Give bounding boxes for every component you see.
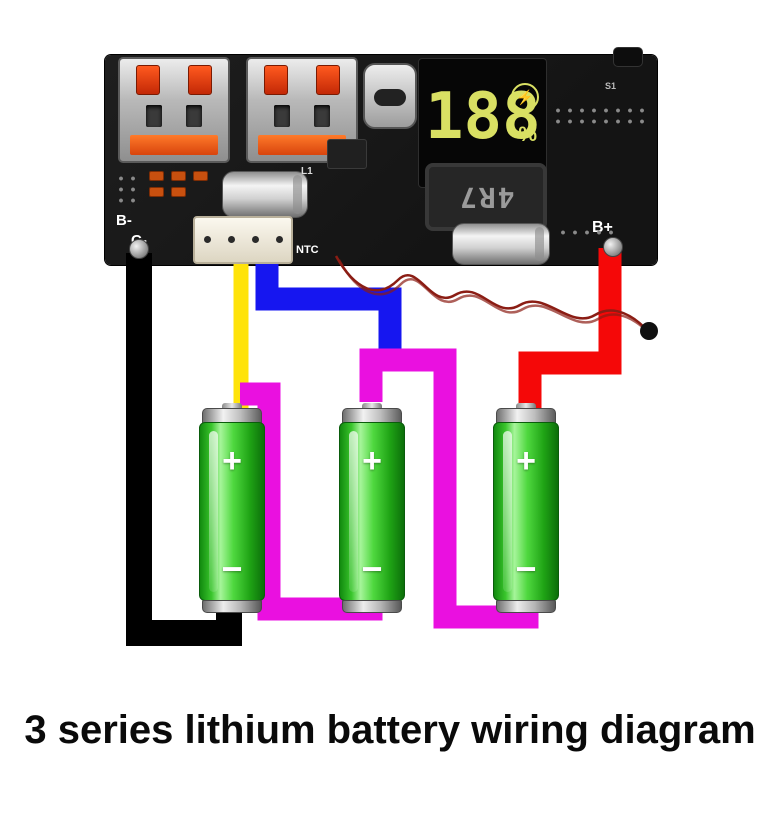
usb-contact-pin — [264, 65, 288, 95]
smd-component — [149, 171, 164, 181]
inductor-marking: 4R7 — [457, 180, 515, 214]
power-inductor: 4R7 — [425, 163, 547, 231]
usb-contact-pin — [136, 65, 160, 95]
antenna-component — [613, 47, 643, 67]
battery-plus-sign: + — [516, 442, 536, 480]
battery-minus-sign: − — [361, 548, 383, 589]
battery-plus-sign: + — [222, 442, 242, 480]
battery-2: + − — [339, 403, 405, 613]
capacitor-2 — [452, 223, 550, 265]
usb-shell-stamp — [274, 105, 290, 127]
connector-pin — [203, 236, 211, 243]
usb-a-port-2 — [246, 57, 358, 163]
usb-contact-pin — [188, 65, 212, 95]
smd-component — [193, 171, 208, 181]
percent-sign: % — [518, 123, 537, 146]
usb-tongue — [258, 135, 346, 155]
capacitor-1 — [222, 171, 308, 218]
pad-b-minus — [129, 239, 149, 259]
usb-c-port — [363, 63, 417, 129]
usb-contact-pin — [316, 65, 340, 95]
via-row — [557, 227, 617, 240]
via-row — [115, 173, 141, 209]
battery-3: + − — [493, 403, 559, 613]
usb-c-slot — [374, 89, 406, 106]
battery-bottom-cap — [202, 600, 262, 613]
connector-pin-row — [195, 236, 291, 243]
connector-pin — [251, 236, 259, 243]
usb-shell-stamp — [314, 105, 330, 127]
usb-shell-stamp — [146, 105, 162, 127]
battery-plus-sign: + — [362, 442, 382, 480]
ntc-wire-strand-2 — [337, 259, 649, 333]
wire-red-b-plus — [518, 248, 622, 414]
charge-bolt-icon: ⚡ — [511, 83, 539, 111]
caption: 3 series lithium battery wiring diagram — [24, 708, 756, 752]
usb-shell-stamp — [186, 105, 202, 127]
wire-blue-balance — [255, 258, 402, 362]
ic-chip — [327, 139, 367, 169]
connector-pin — [275, 236, 283, 243]
battery-bottom-cap — [342, 600, 402, 613]
label-s1: S1 — [605, 81, 617, 91]
via-row — [552, 105, 648, 129]
balance-connector — [193, 216, 293, 264]
connector-pin — [227, 236, 235, 243]
battery-1: + − — [199, 403, 265, 613]
smd-component — [171, 187, 186, 197]
pad-b-plus — [603, 237, 623, 257]
ntc-thermistor-bead — [640, 322, 658, 340]
smd-component — [171, 171, 186, 181]
battery-minus-sign: − — [515, 548, 537, 589]
ntc-wire — [334, 255, 646, 329]
battery-bottom-cap — [496, 600, 556, 613]
label-l1: L1 — [301, 166, 313, 177]
usb-a-port-1 — [118, 57, 230, 163]
label-ntc: NTC — [296, 244, 319, 256]
battery-minus-sign: − — [221, 548, 243, 589]
usb-tongue — [130, 135, 218, 155]
smd-component — [149, 187, 164, 197]
pcb-board: 188 ⚡ % 4R7 B- C- NTC B+ S1 L1 — [105, 47, 657, 265]
label-b-minus: B- — [116, 212, 132, 229]
